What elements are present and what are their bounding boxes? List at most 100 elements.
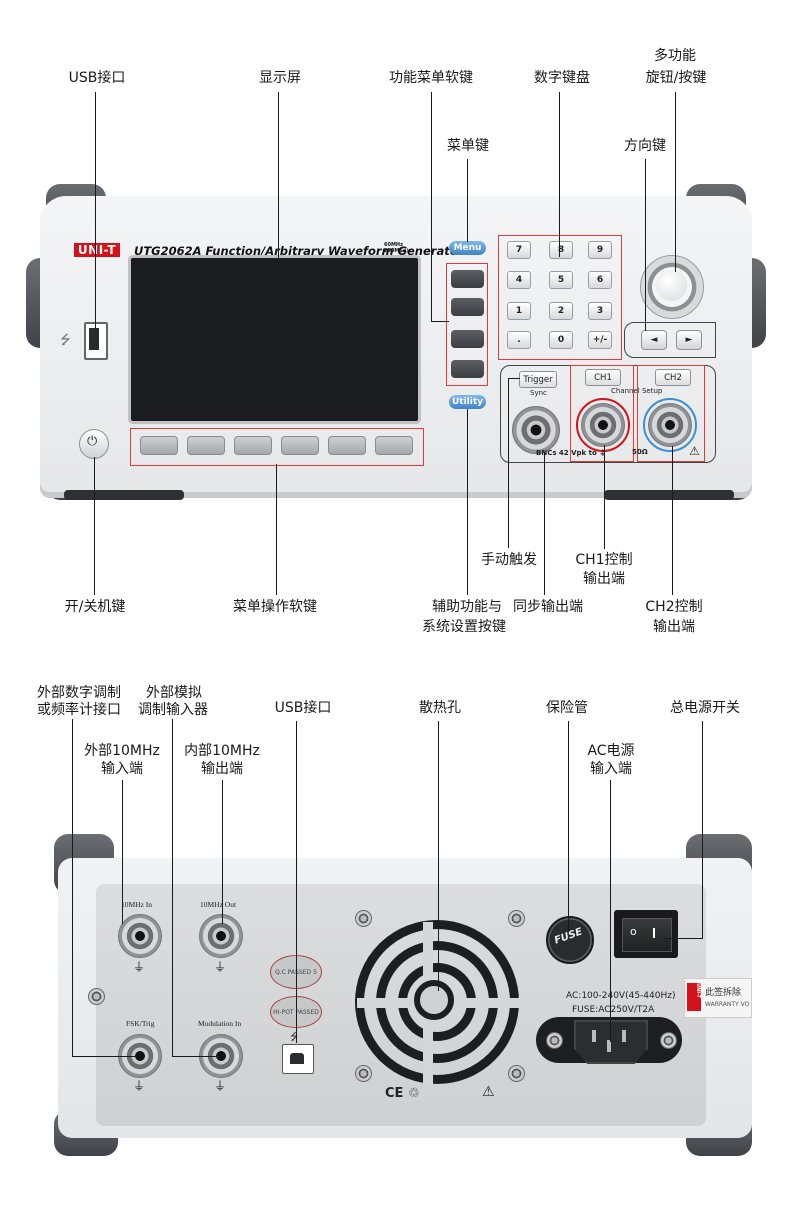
utility-button[interactable]: Utility (449, 395, 486, 409)
ac-pin-left (592, 1030, 596, 1042)
model-title: UTG2062A Function/Arbitrary Waveform Gen… (134, 244, 464, 258)
leader-arrow-keys (645, 159, 647, 331)
softkey-4[interactable] (281, 436, 319, 455)
label-ext-digital-line1: 外部数字调制 (37, 685, 121, 701)
leader-utility (467, 409, 469, 595)
ce-mark: CE ♲ (385, 1086, 420, 1101)
keypad-key[interactable]: +/- (588, 331, 612, 349)
fan-screw-bottom-right (508, 1065, 525, 1082)
ch1-button[interactable]: CH1 (585, 369, 621, 386)
softkey-3[interactable] (234, 436, 272, 455)
ac-inlet-screw-right (660, 1032, 677, 1049)
ch1-ring (576, 398, 630, 452)
keypad-key[interactable]: 2 (549, 302, 573, 320)
ground-icon-1: ⏚ (133, 960, 146, 974)
multifunction-knob[interactable] (656, 270, 687, 301)
brand-logo: UNI-T (74, 243, 120, 257)
label-ac-line2: 输入端 (590, 761, 632, 777)
seal-text-en: WARRANTY VO (705, 1001, 750, 1008)
leader-function-softkeys-v (431, 92, 433, 322)
model-spec-line1: 60MHz (384, 242, 404, 248)
rear-usb-icon: ⭍ (290, 1032, 299, 1043)
softkey-2[interactable] (187, 436, 225, 455)
usb-icon: ⭍ (60, 333, 71, 348)
label-keypad: 数字键盘 (534, 70, 590, 86)
ac-inlet-screw-left (546, 1032, 563, 1049)
leader-usb (95, 92, 97, 329)
keypad-key[interactable]: 6 (588, 271, 612, 289)
keypad-key[interactable]: 0 (549, 331, 573, 349)
menu-button[interactable]: Menu (449, 241, 486, 255)
function-softkey-3[interactable] (451, 330, 484, 348)
label-usb-port: USB接口 (68, 70, 126, 86)
display-screen (131, 258, 418, 421)
leader-ch2 (672, 446, 674, 595)
trigger-button[interactable]: Trigger (519, 371, 557, 388)
leader-sync (544, 452, 546, 595)
label-ext-analog-line2: 调制输入器 (138, 702, 208, 718)
keypad-key[interactable]: 3 (588, 302, 612, 320)
fuse-rating: FUSE:AC250V/T2A (572, 1005, 655, 1015)
keypad-key[interactable]: 1 (507, 302, 531, 320)
label-modulation-in: Modulation In (198, 1019, 242, 1028)
ch2-bnc-connector[interactable] (648, 403, 692, 447)
fan-screw-top-right (508, 910, 525, 927)
model-spec-line2: 250MSa/s (384, 248, 412, 254)
label-fuse: 保险管 (546, 700, 588, 716)
right-arrow-key[interactable]: ► (676, 330, 702, 350)
function-softkey-2[interactable] (451, 298, 484, 316)
label-rear-usb: USB接口 (274, 700, 332, 716)
label-ch1-line2: 输出端 (583, 571, 625, 587)
leader-trigger-v (508, 378, 510, 548)
leader-ext-analog-h (172, 1056, 220, 1058)
leader-fuse (568, 721, 570, 931)
ch2-button[interactable]: CH2 (655, 369, 691, 386)
leader-menu-key (467, 159, 469, 242)
label-knob-line2: 旋钮/按键 (645, 70, 707, 86)
usb-b-port[interactable] (282, 1044, 314, 1074)
sync-label: Sync (530, 389, 547, 397)
keypad-key[interactable]: 9 (588, 241, 612, 259)
label-knob-line1: 多功能 (654, 48, 696, 64)
ac-rating: AC:100-240V(45-440Hz) (566, 991, 676, 1001)
label-ext10-line1: 外部10MHz (84, 743, 160, 759)
bnc-10mhz-out[interactable] (199, 914, 243, 958)
leader-vents (438, 721, 440, 991)
keypad-key[interactable]: 8 (549, 241, 573, 259)
function-softkey-4[interactable] (451, 360, 484, 378)
left-arrow-key[interactable]: ◄ (641, 330, 667, 350)
label-vents: 散热孔 (419, 700, 461, 716)
sync-bnc-connector[interactable] (512, 406, 560, 454)
ground-icon-4: ⏚ (214, 1079, 227, 1093)
keypad-key[interactable]: 5 (549, 271, 573, 289)
front-foot-left (64, 490, 184, 500)
fuse-holder[interactable] (546, 916, 594, 964)
bnc-voltage-note: BNCs 42 Vpk to ⏚ (536, 449, 607, 457)
function-softkey-1[interactable] (451, 270, 484, 288)
softkey-5[interactable] (328, 436, 366, 455)
ch2-ring (643, 398, 697, 452)
leader-function-softkeys-h (431, 321, 449, 323)
leader-ac (610, 780, 612, 1042)
leader-main-switch-h (664, 938, 703, 940)
ch2-highlight (637, 365, 705, 462)
power-icon: ⏻ (87, 434, 98, 449)
label-ext-analog-line1: 外部模拟 (146, 685, 202, 701)
main-power-switch[interactable] (622, 918, 672, 952)
switch-on-symbol (653, 928, 655, 938)
arrow-keys-frame (624, 322, 716, 358)
label-function-softkeys: 功能菜单软键 (389, 70, 473, 86)
bnc-10mhz-in[interactable] (118, 914, 162, 958)
softkey-6[interactable] (375, 436, 413, 455)
fan-screw-bottom-left (355, 1065, 372, 1082)
softkey-1[interactable] (140, 436, 178, 455)
label-10mhz-in: 10MHz In (121, 900, 153, 909)
keypad-key[interactable]: 7 (507, 241, 531, 259)
front-foot-right (604, 490, 734, 500)
keypad-key[interactable]: 4 (507, 271, 531, 289)
label-utility-line1: 辅助功能与 (432, 599, 502, 615)
label-int10-line1: 内部10MHz (184, 743, 260, 759)
leader-ext-digital-v (72, 719, 74, 1057)
ch1-bnc-connector[interactable] (581, 403, 625, 447)
keypad-key[interactable]: . (507, 331, 531, 349)
